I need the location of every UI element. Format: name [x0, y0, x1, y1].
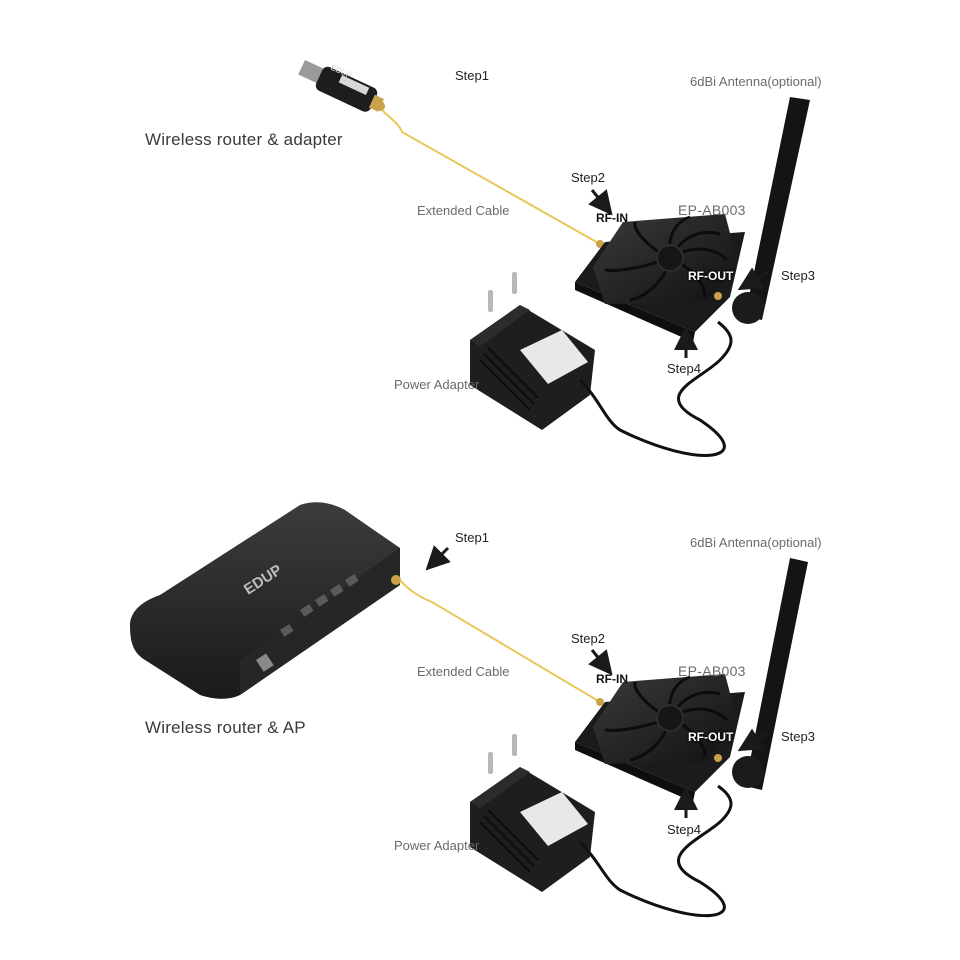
step4-label: Step4 [667, 822, 701, 837]
cable-label: Extended Cable [417, 664, 510, 679]
power-adapter-icon [470, 734, 595, 892]
cable-label: Extended Cable [417, 203, 510, 218]
panel-2-graphics: EDUP [130, 502, 808, 915]
arrow-icon [434, 548, 448, 562]
source-label: Wireless router & AP [145, 718, 306, 738]
power-label: Power Adapter [394, 838, 479, 853]
step2-label: Step2 [571, 631, 605, 646]
rf-out-label: RF-OUT [688, 269, 733, 283]
power-cord [580, 322, 731, 455]
step4-label: Step4 [667, 361, 701, 376]
step1-label: Step1 [455, 530, 489, 545]
arrow-icon [592, 650, 605, 666]
source-label: Wireless router & adapter [145, 130, 343, 150]
usb-adapter-icon [296, 56, 387, 117]
rf-out-label: RF-OUT [688, 730, 733, 744]
rf-in-label: RF-IN [596, 672, 628, 686]
step3-label: Step3 [781, 729, 815, 744]
router-icon: EDUP [130, 502, 401, 698]
model-label: EP-AB003 [678, 202, 746, 218]
extended-cable [400, 580, 600, 702]
antenna-label: 6dBi Antenna(optional) [690, 535, 822, 550]
step3-label: Step3 [781, 268, 815, 283]
panel-1-graphics [296, 56, 810, 455]
arrow-icon [592, 190, 605, 206]
step2-label: Step2 [571, 170, 605, 185]
model-label: EP-AB003 [678, 663, 746, 679]
antenna-label: 6dBi Antenna(optional) [690, 74, 822, 89]
extended-cable [380, 108, 600, 244]
power-cord [580, 786, 731, 916]
step1-label: Step1 [455, 68, 489, 83]
rf-in-label: RF-IN [596, 211, 628, 225]
power-adapter-icon [470, 272, 595, 430]
power-label: Power Adapter [394, 377, 479, 392]
